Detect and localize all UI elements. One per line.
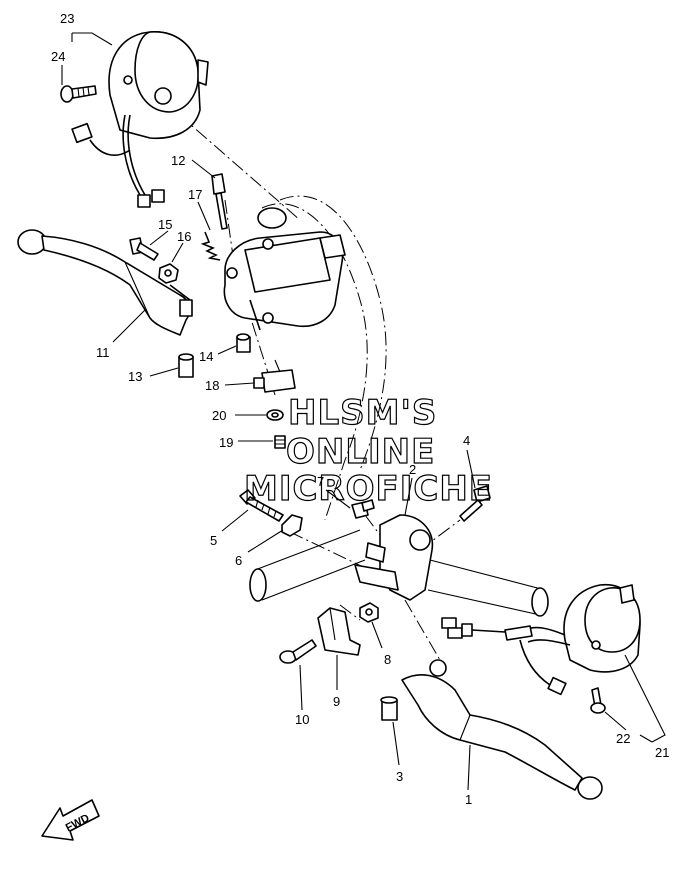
collar-3	[380, 696, 398, 721]
right-handlebar	[249, 529, 549, 617]
washer-20	[266, 409, 284, 421]
callout-15: 15	[158, 217, 172, 232]
callout-7: 7	[317, 474, 324, 489]
callout-18: 18	[205, 378, 219, 393]
bolt-5	[239, 489, 284, 522]
callout-23: 23	[60, 11, 74, 26]
callout-4: 4	[463, 433, 470, 448]
screw-10	[279, 639, 317, 664]
brake-switch-18	[253, 359, 296, 393]
spring-17	[200, 231, 221, 261]
bracket-9	[317, 607, 361, 656]
lever-holder-2	[354, 514, 434, 601]
callout-leaders	[61, 32, 666, 791]
callout-21: 21	[655, 745, 669, 760]
callout-labels: 23 24 12 17 15 16 11 13 14 18 20 19 4 2 …	[51, 11, 669, 807]
left-handlebar	[257, 195, 387, 521]
nut-8	[359, 602, 379, 623]
screw-22	[590, 687, 606, 714]
left-switch-housing	[71, 31, 209, 208]
right-switch-housing	[441, 583, 641, 696]
callout-8: 8	[384, 652, 391, 667]
brake-lever-11	[17, 229, 193, 336]
callout-13: 13	[128, 369, 142, 384]
callout-9: 9	[333, 694, 340, 709]
watermark: HLSM'S ONLINE MICROFICHE	[243, 392, 493, 509]
bushing-14	[236, 333, 251, 353]
callout-24: 24	[51, 49, 65, 64]
bolt-15	[129, 237, 159, 261]
watermark-line-1: HLSM'S	[288, 393, 437, 433]
bolt-4	[459, 485, 491, 522]
bolt-7	[351, 499, 375, 519]
callout-17: 17	[188, 187, 202, 202]
watermark-line-3: MICROFICHE	[244, 469, 493, 509]
callout-20: 20	[212, 408, 226, 423]
collar-13	[178, 353, 194, 378]
bolt-12	[211, 173, 228, 230]
callout-3: 3	[396, 769, 403, 784]
callout-14: 14	[199, 349, 213, 364]
callout-5: 5	[210, 533, 217, 548]
screw-19	[274, 435, 286, 449]
callout-19: 19	[219, 435, 233, 450]
callout-6: 6	[235, 553, 242, 568]
nut-16	[158, 263, 179, 284]
callout-2: 2	[409, 462, 416, 477]
callout-16: 16	[177, 229, 191, 244]
watermark-line-2: ONLINE	[286, 432, 435, 472]
forward-arrow-icon: FWD	[41, 799, 100, 841]
callout-10: 10	[295, 712, 309, 727]
callout-11: 11	[96, 345, 110, 360]
callout-1: 1	[465, 792, 472, 807]
callout-22: 22	[616, 731, 630, 746]
screw-24	[60, 85, 97, 103]
callout-12: 12	[171, 153, 185, 168]
clutch-lever-1	[401, 659, 603, 800]
nut-6	[281, 514, 303, 537]
master-cylinder	[223, 231, 346, 331]
